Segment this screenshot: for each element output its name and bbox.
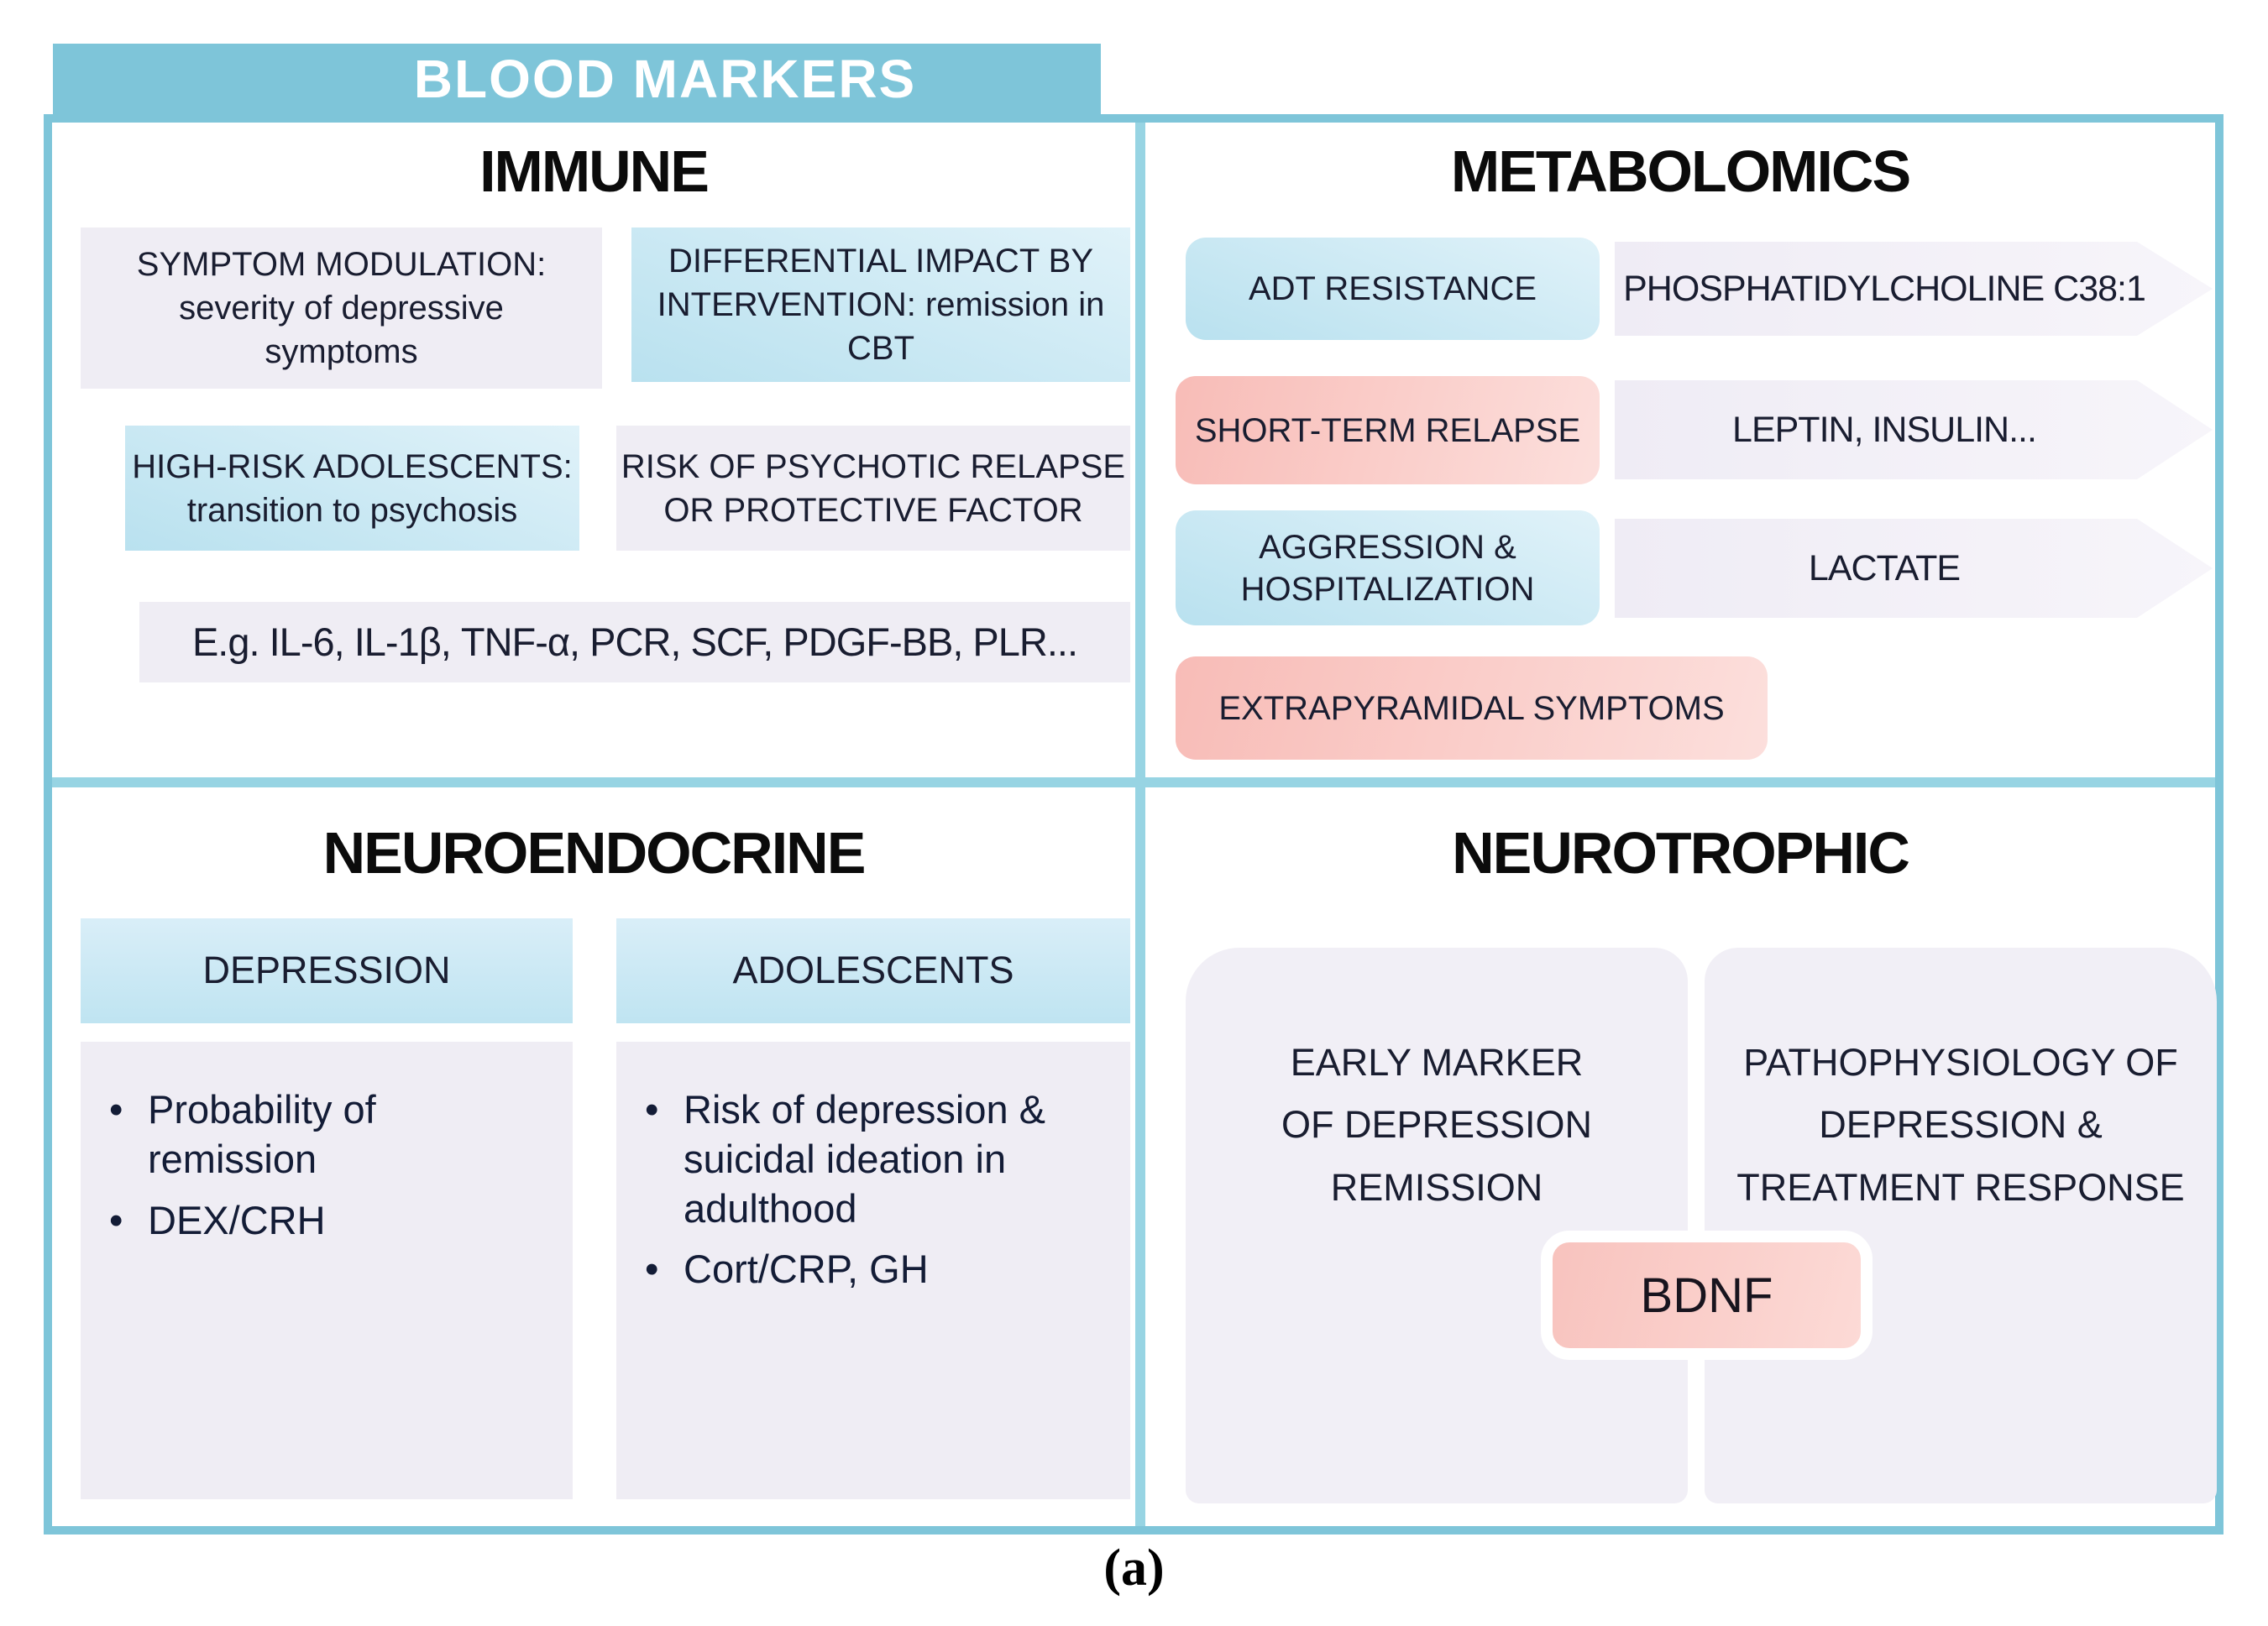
- quadrant-neuroendocrine: NEUROENDOCRINE DEPRESSION • Probability …: [52, 787, 1135, 1526]
- immune-box-marker-examples: E.g. IL-6, IL-1β, TNF-α, PCR, SCF, PDGF-…: [139, 602, 1130, 682]
- box-line: SYMPTOM MODULATION:: [136, 246, 547, 283]
- metabolomics-label-short-term-relapse: SHORT-TERM RELAPSE: [1176, 376, 1600, 484]
- immune-heading: IMMUNE: [479, 139, 710, 204]
- neuroendocrine-header-adolescents: ADOLESCENTS: [616, 918, 1130, 1023]
- neuroendocrine-body-adolescents: • Risk of depression & suicidal ideation…: [616, 1042, 1130, 1499]
- quadrant-metabolomics: METABOLOMICS ADT RESISTANCE PHOSPHATIDYL…: [1145, 123, 2215, 777]
- immune-box-psychotic-relapse: RISK OF PSYCHOTIC RELAPSE OR PROTECTIVE …: [616, 426, 1130, 551]
- arrow-label: LEPTIN, INSULIN...: [1732, 409, 2036, 450]
- vertical-divider: [1135, 123, 1145, 1526]
- metabolomics-label-aggression-hospitalization: AGGRESSION & HOSPITALIZATION: [1176, 510, 1600, 625]
- box-line: OR PROTECTIVE FACTOR: [663, 491, 1083, 529]
- neurotrophic-box-early-marker: EARLY MARKER OF DEPRESSION REMISSION: [1186, 948, 1688, 1503]
- neurotrophic-box-pathophysiology: PATHOPHYSIOLOGY OF DEPRESSION & TREATMEN…: [1705, 948, 2217, 1503]
- column-header: ADOLESCENTS: [732, 949, 1014, 992]
- box-line: TREATMENT RESPONSE: [1736, 1165, 2185, 1209]
- box-line: HIGH-RISK ADOLESCENTS:: [132, 447, 573, 485]
- neurotrophic-heading: NEUROTROPHIC: [1452, 820, 1910, 886]
- box-line: EXTRAPYRAMIDAL SYMPTOMS: [1218, 689, 1725, 727]
- box-line: DIFFERENTIAL IMPACT BY: [668, 243, 1093, 280]
- metabolomics-heading: METABOLOMICS: [1450, 139, 1911, 204]
- box-line: E.g. IL-6, IL-1β, TNF-α, PCR, SCF, PDGF-…: [191, 620, 1078, 665]
- box-line: AGGRESSION &: [1259, 528, 1516, 566]
- neuroendocrine-header-depression: DEPRESSION: [81, 918, 573, 1023]
- neurotrophic-bdnf-badge: BDNF: [1541, 1231, 1873, 1360]
- bdnf-label: BDNF: [1640, 1268, 1773, 1323]
- metabolomics-label-extrapyramidal-symptoms: EXTRAPYRAMIDAL SYMPTOMS: [1176, 656, 1768, 760]
- neuroendocrine-body-depression: • Probability of remission • DEX/CRH: [81, 1042, 573, 1499]
- box-line: REMISSION: [1330, 1165, 1543, 1209]
- board: IMMUNE SYMPTOM MODULATION: severity of d…: [44, 114, 2223, 1535]
- bullet-dot: •: [645, 1247, 659, 1292]
- box-line: HOSPITALIZATION: [1240, 570, 1535, 608]
- horizontal-divider: [52, 777, 2215, 787]
- bullet-text: Probability of remission: [148, 1087, 376, 1181]
- box-line: INTERVENTION: remission in CBT: [657, 286, 1105, 367]
- bullet-text: DEX/CRH: [148, 1197, 326, 1242]
- title-tab: BLOOD MARKERS: [53, 44, 1101, 114]
- box-line: SHORT-TERM RELAPSE: [1194, 411, 1581, 449]
- immune-box-high-risk-adolescents: HIGH-RISK ADOLESCENTS: transition to psy…: [125, 426, 579, 551]
- immune-box-differential-impact: DIFFERENTIAL IMPACT BY INTERVENTION: rem…: [631, 227, 1130, 382]
- neuroendocrine-heading: NEUROENDOCRINE: [322, 820, 867, 886]
- box-line: ADT RESISTANCE: [1248, 270, 1537, 307]
- box-line: DEPRESSION &: [1819, 1103, 2103, 1147]
- bullet-dot: •: [109, 1087, 123, 1132]
- bullet-dot: •: [645, 1087, 659, 1132]
- bullet-dot: •: [109, 1197, 123, 1242]
- bullet-item: • Probability of remission: [109, 1085, 547, 1184]
- arrow-label: LACTATE: [1808, 547, 1961, 588]
- bullet-item: • Risk of depression & suicidal ideation…: [645, 1085, 1105, 1233]
- box-line: severity of depressive: [179, 290, 504, 327]
- bullet-item: • Cort/CRP, GH: [645, 1245, 929, 1294]
- metabolomics-arrow-leptin-insulin: LEPTIN, INSULIN...: [1615, 380, 2213, 479]
- box-line: OF DEPRESSION: [1281, 1103, 1593, 1147]
- metabolomics-label-adt-resistance: ADT RESISTANCE: [1186, 238, 1600, 340]
- bullet-text: Cort/CRP, GH: [684, 1247, 929, 1292]
- figure-title: BLOOD MARKERS: [413, 49, 917, 109]
- box-line: EARLY MARKER: [1290, 1041, 1584, 1084]
- metabolomics-arrow-phosphatidylcholine: PHOSPHATIDYLCHOLINE C38:1: [1615, 242, 2213, 336]
- box-line: transition to psychosis: [186, 491, 518, 529]
- box-line: symptoms: [265, 333, 418, 370]
- box-line: RISK OF PSYCHOTIC RELAPSE: [621, 447, 1126, 485]
- bullet-text: Risk of depression & suicidal ideation i…: [684, 1087, 1046, 1231]
- bullet-item: • DEX/CRH: [109, 1196, 326, 1246]
- metabolomics-arrow-lactate: LACTATE: [1615, 519, 2213, 618]
- quadrant-immune: IMMUNE SYMPTOM MODULATION: severity of d…: [52, 123, 1135, 777]
- box-line: PATHOPHYSIOLOGY OF: [1743, 1041, 2178, 1084]
- immune-box-symptom-modulation: SYMPTOM MODULATION: severity of depressi…: [81, 227, 602, 389]
- column-header: DEPRESSION: [202, 949, 451, 992]
- figure-caption: (a): [1103, 1540, 1165, 1597]
- arrow-label: PHOSPHATIDYLCHOLINE C38:1: [1623, 268, 2145, 309]
- quadrant-neurotrophic: NEUROTROPHIC EARLY MARKER OF DEPRESSION …: [1145, 787, 2217, 1526]
